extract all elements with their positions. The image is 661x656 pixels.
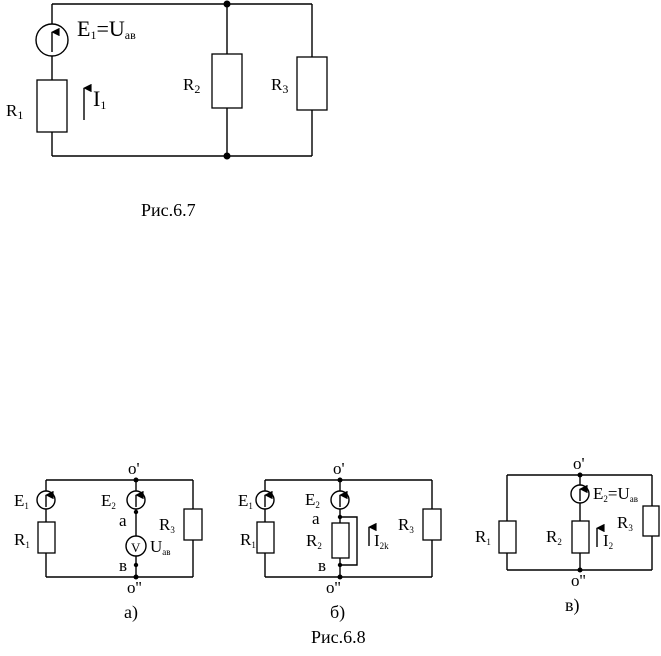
fig68a-node-bottom: [133, 574, 139, 580]
fig68c-r2-label: R2: [546, 527, 562, 547]
fig68a-voltmeter: [125, 535, 147, 557]
fig68c-resistor-r3: [642, 505, 660, 537]
fig68b-resistor-r2: [331, 522, 350, 559]
figure-6-8c: o' E2=Uав R1 R2 I2 R3 o'' в): [475, 454, 660, 616]
fig68a-uab-label: Uав: [150, 537, 171, 557]
fig67-r1-label: R1: [6, 101, 23, 122]
fig67-resistor-r3: [296, 56, 328, 111]
fig67-r2-label: R2: [183, 75, 200, 96]
fig68a-voltmeter-label: V: [131, 540, 141, 555]
fig67-r3-label: R3: [271, 75, 288, 96]
fig68b-short-wire: [340, 516, 358, 566]
fig68c-resistor-r2: [571, 520, 590, 554]
fig68b-e2-label: E2: [305, 490, 320, 510]
fig68a-node-b-label: в: [119, 556, 127, 575]
fig68a-node-b: [133, 562, 139, 568]
fig68c-caption: в): [565, 595, 580, 616]
fig68b-r1-label: R1: [240, 530, 256, 550]
fig67-i1-label: I1: [93, 86, 106, 112]
fig67-node-top: [223, 0, 231, 8]
fig68c-r3-label: R3: [617, 513, 633, 533]
fig68a-node-top: [133, 477, 139, 483]
fig68b-node-b-label: в: [318, 556, 326, 575]
figure-6-8a: E1 R1 o' E2 а V Uав в o'' R3 а): [14, 459, 203, 623]
fig68a-caption: а): [124, 602, 138, 623]
fig68a-o-bottom-label: o'': [127, 578, 142, 597]
fig68b-node-b: [337, 562, 343, 568]
fig68b-node-a-label: а: [312, 509, 320, 528]
fig68a-e1-label: E1: [14, 491, 29, 511]
fig68a-o-top-label: o': [128, 459, 140, 478]
fig67-source-label: E1=Uав: [77, 16, 136, 42]
fig68b-e1-label: E1: [238, 491, 253, 511]
fig68b-node-a: [337, 514, 343, 520]
fig68b-resistor-r3: [422, 508, 442, 541]
fig68c-o-top-label: o': [573, 454, 585, 473]
fig67-caption: Рис.6.7: [141, 200, 196, 220]
figure-6-7: E1=Uав R1 I1 R2 R3 Рис.6.7: [6, 0, 328, 220]
fig68b-o-bottom-label: o'': [326, 578, 341, 597]
fig68c-resistor-r1: [498, 520, 517, 554]
fig68b-node-bottom: [337, 574, 343, 580]
fig68b-o-top-label: o': [333, 459, 345, 478]
fig68b-r2-label: R2: [306, 531, 322, 551]
figure-6-8b: E1 R1 o' E2 а R2 I2k в o'' R3 б): [238, 459, 442, 623]
fig68-caption: Рис.6.8: [311, 627, 366, 647]
fig68a-node-a-label: а: [119, 511, 127, 530]
fig68a-resistor-r3: [183, 508, 203, 541]
fig68a-r1-label: R1: [14, 530, 30, 550]
fig68c-e2-label: E2=Uав: [593, 484, 638, 504]
fig68c-r1-label: R1: [475, 527, 491, 547]
fig67-resistor-r1: [36, 79, 68, 133]
fig68c-node-top: [577, 472, 583, 478]
fig67-resistor-r2: [211, 53, 243, 109]
fig68c-o-bottom-label: o'': [571, 571, 586, 590]
fig68b-i2k-label: I2k: [374, 531, 389, 551]
fig67-node-bottom: [223, 152, 231, 160]
fig68a-e2-label: E2: [101, 491, 116, 511]
fig68c-i2-label: I2: [603, 531, 613, 551]
fig68b-r3-label: R3: [398, 515, 414, 535]
fig68c-node-bottom: [577, 567, 583, 573]
fig68a-resistor-r1: [37, 521, 56, 554]
fig68a-node-a: [133, 509, 139, 515]
fig68b-node-top: [337, 477, 343, 483]
fig68b-caption: б): [330, 602, 345, 623]
fig68b-resistor-r1: [256, 521, 275, 554]
fig68a-r3-label: R3: [159, 515, 175, 535]
